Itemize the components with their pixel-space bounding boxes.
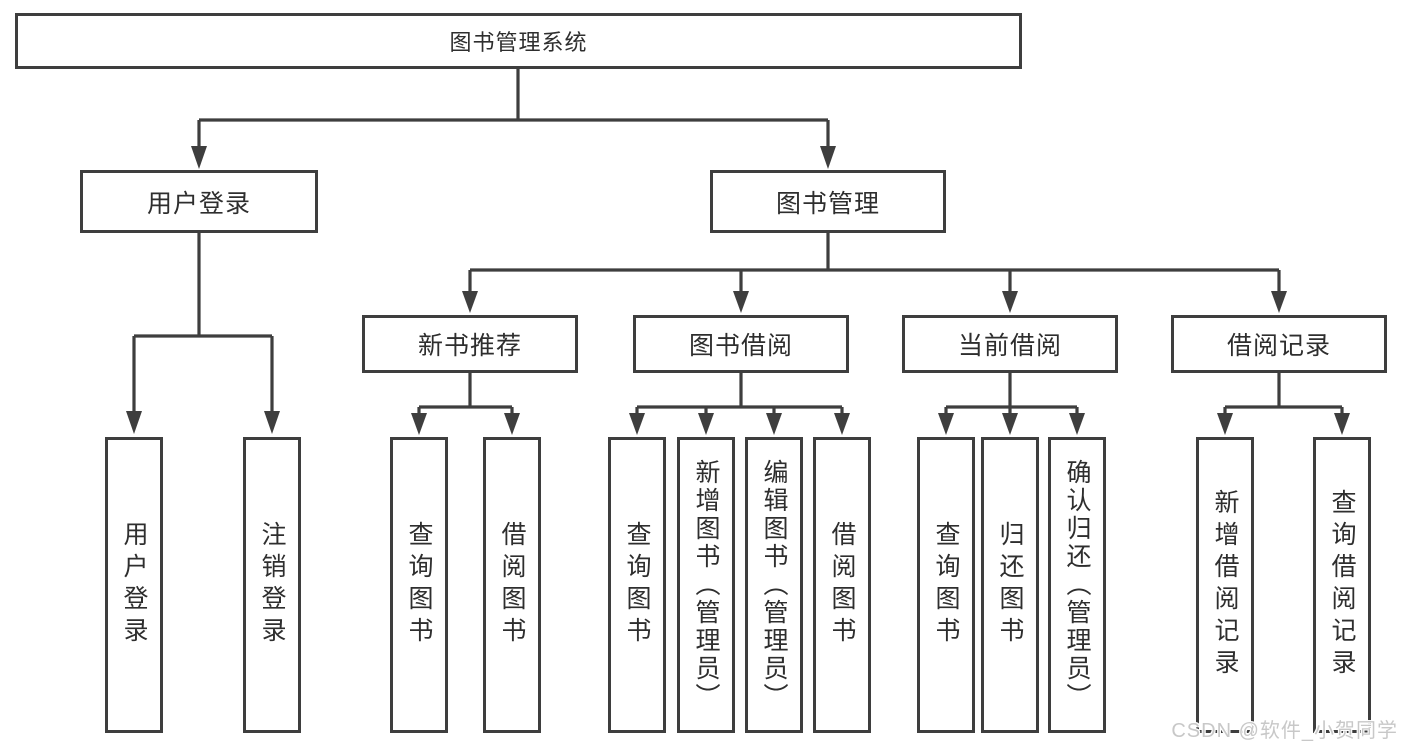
arrow-down-icon (629, 413, 645, 435)
leaf-query-borrow-record: 查询借阅记录 (1313, 437, 1371, 733)
arrow-down-icon (1334, 413, 1350, 435)
arrow-down-icon (1002, 413, 1018, 435)
connector-book-management-children (462, 233, 1287, 313)
csdn-watermark: CSDN @软件_小贺同学 (1171, 720, 1398, 742)
leaf-borrow-books-recommend: 借阅图书 (483, 437, 541, 733)
leaf-edit-books-admin: 编辑图书（管理员） (745, 437, 803, 733)
connector-current-borrowing-children (938, 373, 1085, 435)
leaf-logout: 注销登录 (243, 437, 301, 733)
node-new-book-recommend: 新书推荐 (362, 315, 578, 373)
arrow-down-icon (1271, 291, 1287, 313)
node-library-management-system: 图书管理系统 (15, 13, 1022, 69)
leaf-borrow-books-borrowing: 借阅图书 (813, 437, 871, 733)
arrow-down-icon (191, 146, 207, 169)
connector-new-book-recommend-children (411, 373, 520, 435)
arrow-down-icon (766, 413, 782, 435)
arrow-down-icon (126, 411, 142, 434)
arrow-down-icon (411, 413, 427, 435)
leaf-confirm-return-admin: 确认归还（管理员） (1048, 437, 1106, 733)
connector-book-borrowing-children (629, 373, 850, 435)
connector-borrowing-records-children (1217, 373, 1350, 435)
leaf-add-books-admin: 新增图书（管理员） (677, 437, 735, 733)
node-current-borrowing: 当前借阅 (902, 315, 1118, 373)
connector-user-login-children (126, 233, 280, 434)
arrow-down-icon (834, 413, 850, 435)
arrow-down-icon (1069, 413, 1085, 435)
arrow-down-icon (1217, 413, 1233, 435)
arrow-down-icon (462, 291, 478, 313)
node-borrowing-records: 借阅记录 (1171, 315, 1387, 373)
arrow-down-icon (504, 413, 520, 435)
node-book-management: 图书管理 (710, 170, 946, 233)
node-user-login: 用户登录 (80, 170, 318, 233)
arrow-down-icon (1002, 291, 1018, 313)
arrow-down-icon (264, 411, 280, 434)
arrow-down-icon (698, 413, 714, 435)
arrow-down-icon (938, 413, 954, 435)
connector-root-to-level2 (191, 69, 836, 169)
leaf-user-login: 用户登录 (105, 437, 163, 733)
leaf-query-books-current: 查询图书 (917, 437, 975, 733)
node-book-borrowing: 图书借阅 (633, 315, 849, 373)
arrow-down-icon (820, 146, 836, 169)
leaf-query-books-borrowing: 查询图书 (608, 437, 666, 733)
arrow-down-icon (733, 291, 749, 313)
leaf-add-borrow-record: 新增借阅记录 (1196, 437, 1254, 733)
leaf-return-books: 归还图书 (981, 437, 1039, 733)
leaf-query-books-recommend: 查询图书 (390, 437, 448, 733)
